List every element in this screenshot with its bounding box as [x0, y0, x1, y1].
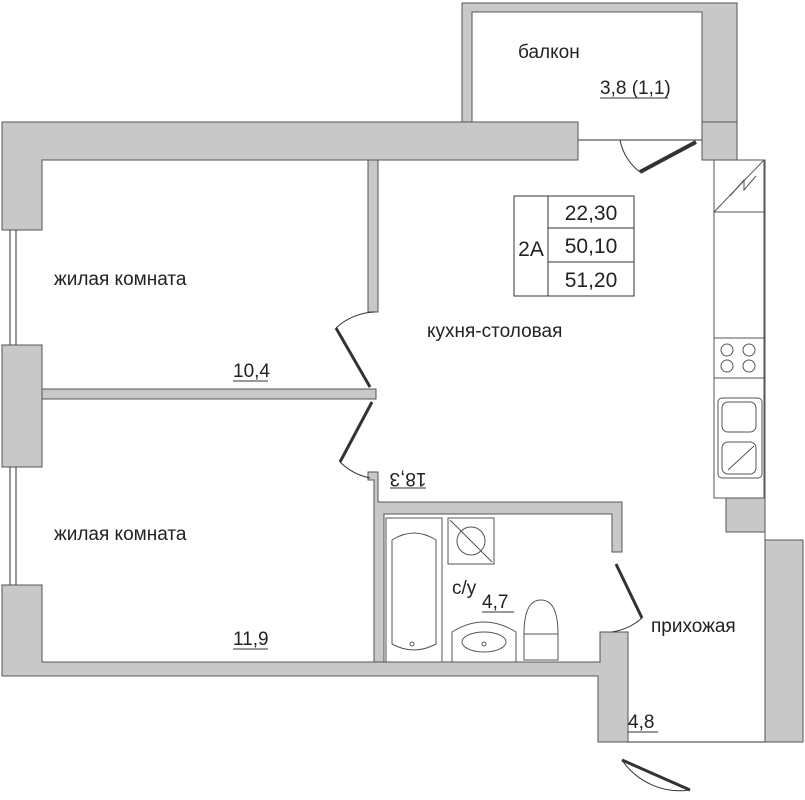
balcony-area: 3,8 (1,1)	[600, 78, 671, 99]
room2-label: жилая комната	[54, 524, 187, 545]
left-wall-bottom	[1, 584, 629, 743]
kitchen-label: кухня-столовая	[427, 321, 562, 342]
bathroom-fixtures	[385, 517, 559, 663]
room1-label: жилая комната	[54, 269, 187, 290]
bedroom-partition	[41, 388, 377, 400]
apartment-type: 2А	[518, 238, 544, 261]
balcony-wall	[461, 2, 738, 123]
bathtub	[385, 517, 443, 663]
bedroom-doors	[334, 311, 376, 479]
door-leaf-room2[interactable]	[338, 401, 374, 463]
total-area-value: 50,10	[565, 235, 618, 258]
boiler	[447, 517, 495, 565]
kitchen-sink	[717, 397, 763, 479]
toilet	[523, 599, 559, 661]
hall-label: прихожая	[651, 616, 736, 637]
bathroom-label: с/у	[452, 578, 477, 599]
door-leaf-room1[interactable]	[334, 327, 372, 388]
kitchen-partition-upper	[367, 159, 379, 313]
room2-area: 11,9	[233, 629, 269, 650]
washbasin	[451, 621, 517, 663]
room1-area: 10,4	[233, 361, 270, 382]
bathroom-door	[611, 563, 644, 633]
hall-area: 4,8	[628, 712, 654, 733]
kitchen-area: 18,3	[390, 468, 427, 489]
balcony-door	[578, 139, 702, 174]
entrance-door	[621, 741, 765, 792]
left-wall-pier-top	[1, 344, 43, 468]
kitchen-counter	[713, 159, 765, 499]
living-area-value: 22,30	[565, 202, 618, 225]
hob	[713, 337, 765, 379]
apartment-summary	[513, 195, 635, 297]
left-windows	[9, 230, 17, 585]
bathroom-wall	[367, 471, 623, 663]
top-wall	[1, 121, 579, 231]
balcony-label: балкон	[518, 42, 580, 63]
bathroom-area: 4,7	[482, 592, 508, 613]
total-with-balcony-value: 51,20	[565, 269, 618, 292]
